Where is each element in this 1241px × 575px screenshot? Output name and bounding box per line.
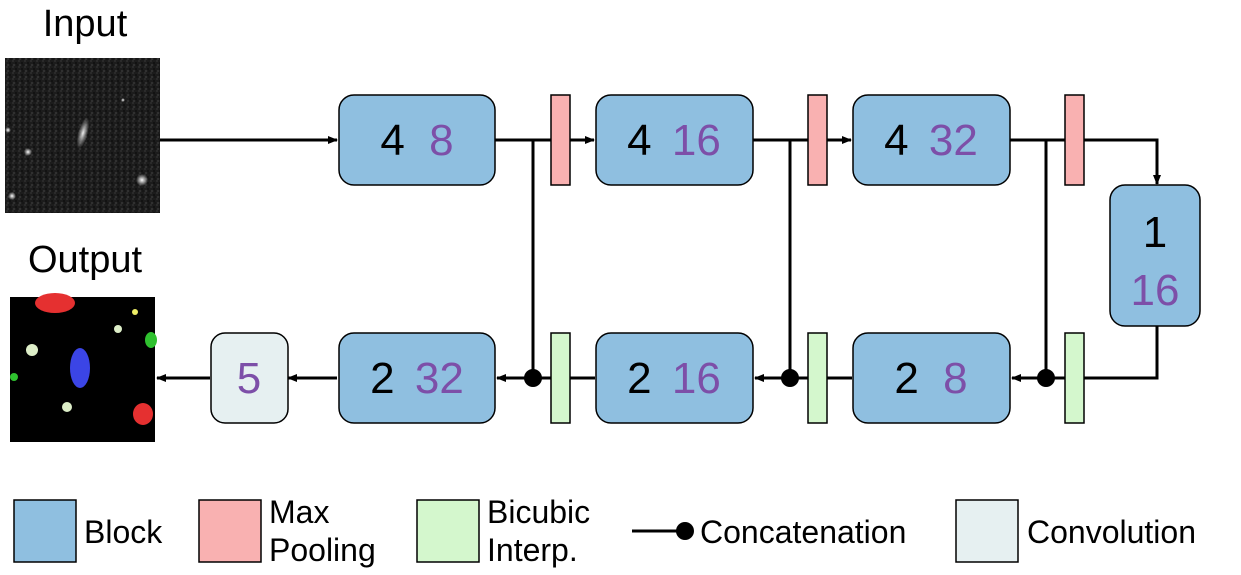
bicubic-bar-1 bbox=[550, 332, 571, 424]
legend-maxpool-label-1: Max bbox=[269, 494, 329, 530]
block-filters: 16 bbox=[672, 354, 721, 403]
block-filters: 8 bbox=[943, 354, 967, 403]
legend-bicubic-label-1: Bicubic bbox=[487, 494, 590, 530]
block-filters: 16 bbox=[1131, 266, 1180, 315]
legend: Block Max Pooling Bicubic Interp. Concat… bbox=[13, 494, 1196, 568]
block-dec2: 2 16 bbox=[595, 332, 754, 424]
input-label: Input bbox=[43, 3, 128, 45]
conv-value: 5 bbox=[237, 354, 261, 403]
block-bottleneck: 1 16 bbox=[1109, 184, 1201, 327]
maxpool-bar-1 bbox=[550, 94, 571, 186]
svg-text:4 32: 4 32 bbox=[884, 116, 978, 165]
block-depth: 4 bbox=[380, 116, 404, 165]
output-label: Output bbox=[28, 239, 143, 281]
concat-dot-3 bbox=[1037, 369, 1055, 387]
legend-bicubic-swatch bbox=[416, 499, 480, 563]
svg-text:4 16: 4 16 bbox=[627, 116, 721, 165]
legend-conv-swatch bbox=[955, 499, 1019, 563]
legend-concat-label: Concatenation bbox=[700, 514, 906, 550]
block-dec3: 2 8 bbox=[852, 332, 1011, 424]
legend-block-label: Block bbox=[84, 514, 163, 550]
block-depth: 4 bbox=[884, 116, 908, 165]
block-filters: 32 bbox=[415, 354, 464, 403]
output-image bbox=[10, 293, 157, 442]
legend-block-swatch bbox=[13, 499, 77, 563]
block-depth: 2 bbox=[627, 354, 651, 403]
block-filters: 16 bbox=[672, 116, 721, 165]
block-depth: 2 bbox=[894, 354, 918, 403]
legend-conv-label: Convolution bbox=[1027, 514, 1196, 550]
legend-bicubic-label-2: Interp. bbox=[487, 532, 578, 568]
block-depth: 1 bbox=[1143, 208, 1167, 257]
bicubic-bar-3 bbox=[1064, 332, 1085, 424]
bicubic-bar-2 bbox=[807, 332, 828, 424]
block-dec1: 2 32 bbox=[338, 332, 496, 424]
concat-dot-1 bbox=[524, 369, 542, 387]
conv-block: 5 bbox=[210, 332, 289, 424]
block-filters: 32 bbox=[929, 116, 978, 165]
block-depth: 2 bbox=[370, 354, 394, 403]
input-image bbox=[5, 58, 160, 213]
svg-text:2 8: 2 8 bbox=[894, 354, 967, 403]
concat-dot-2 bbox=[781, 369, 799, 387]
maxpool-bar-3 bbox=[1064, 94, 1085, 186]
block-enc2: 4 16 bbox=[595, 94, 754, 186]
svg-text:4 8: 4 8 bbox=[380, 116, 453, 165]
connections bbox=[156, 136, 1161, 382]
block-enc3: 4 32 bbox=[852, 94, 1011, 186]
block-depth: 4 bbox=[627, 116, 651, 165]
legend-maxpool-label-2: Pooling bbox=[269, 532, 376, 568]
block-enc1: 4 8 bbox=[338, 94, 496, 186]
block-filters: 8 bbox=[429, 116, 453, 165]
legend-concat-dot bbox=[676, 522, 694, 540]
maxpool-bar-2 bbox=[807, 94, 828, 186]
svg-text:2 32: 2 32 bbox=[370, 354, 464, 403]
legend-maxpool-swatch bbox=[198, 499, 262, 563]
svg-text:2 16: 2 16 bbox=[627, 354, 721, 403]
